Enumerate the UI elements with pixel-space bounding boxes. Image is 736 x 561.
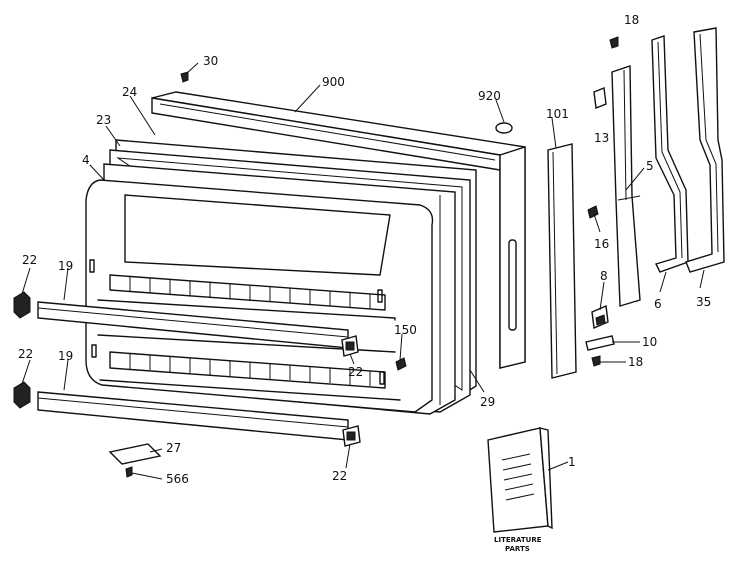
callout-22-right-lower: 22 [332,469,347,483]
part-18-screw-upper [609,36,619,49]
part-30-screw [180,71,189,83]
callout-920: 920 [478,89,501,103]
callout-18-lower: 18 [628,355,643,369]
part-101-gasket-strip [547,143,577,379]
part-22-end-cap-right-upper [341,335,359,357]
part-5-hinge-channel [611,65,641,307]
callout-19-upper: 19 [58,259,73,273]
literature-label-line1: LITERATURE [494,536,542,544]
part-16-screw [587,205,599,219]
part-35-handle [685,27,725,273]
part-22-end-cap-left-lower [13,381,31,409]
part-6-handle-rail [651,35,689,273]
callout-22-left-upper: 22 [22,253,37,267]
part-27-bracket [108,443,162,478]
callout-1: 1 [568,455,576,469]
callout-5: 5 [646,159,654,173]
callout-24: 24 [122,85,137,99]
part-18-screw-lower [591,355,601,367]
callout-8: 8 [600,269,608,283]
callout-13: 13 [594,131,609,145]
part-13-bracket [593,87,607,109]
part-8-bracket [591,304,609,330]
callout-16: 16 [594,237,609,251]
callout-18-top: 18 [624,13,639,27]
callout-900: 900 [322,75,345,89]
callout-35: 35 [696,295,711,309]
callout-10: 10 [642,335,657,349]
part-22-end-cap-left-upper [13,291,31,319]
part-4-inner-door [85,179,434,413]
literature-label-line2: PARTS [505,545,530,553]
part-920-plug [495,122,513,134]
part-10-clip [585,335,615,351]
callout-29: 29 [480,395,495,409]
callout-labels: 18 30 900 920 24 23 4 101 13 5 16 8 6 35… [18,13,711,553]
leader-lines [21,62,705,480]
callout-566: 566 [166,472,189,486]
part-22-end-cap-right-lower [342,425,361,447]
callout-19-lower: 19 [58,349,73,363]
callout-101: 101 [546,107,569,121]
callout-4: 4 [82,153,90,167]
callout-22-right-upper: 22 [348,365,363,379]
part-900-outer-frame [151,91,526,369]
part-150-screw [395,357,407,371]
callout-30: 30 [203,54,218,68]
callout-150: 150 [394,323,417,337]
callout-27: 27 [166,441,181,455]
callout-6: 6 [654,297,662,311]
part-1-literature-booklet [487,427,553,533]
callout-23: 23 [96,113,111,127]
callout-22-left-lower: 22 [18,347,33,361]
part-566-screw [125,466,133,478]
